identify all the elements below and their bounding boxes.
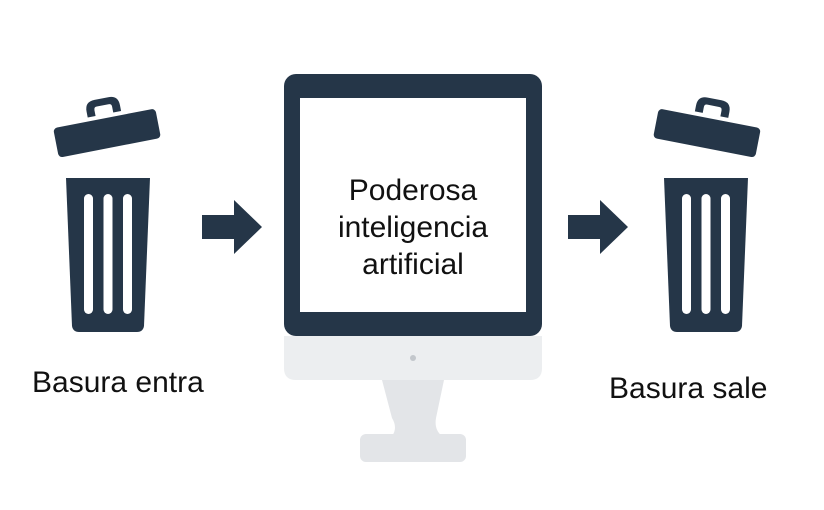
output-label: Basura sale (609, 372, 768, 405)
trash-can-icon-left (48, 90, 168, 336)
monitor-icon (282, 72, 544, 468)
screen-text-line-2: inteligencia (337, 211, 489, 244)
trash-lid (53, 96, 161, 158)
arrow-right-icon-left (200, 198, 264, 256)
screen-text: Poderosa inteligencia artificial (300, 172, 526, 283)
arrow-right-icon-right (566, 198, 630, 256)
trash-lid (653, 97, 761, 158)
trash-can-icon-right (646, 90, 766, 336)
input-label: Basura entra (32, 366, 204, 399)
screen-text-line-1: Poderosa (348, 174, 478, 207)
screen-text-line-3: artificial (362, 248, 464, 281)
